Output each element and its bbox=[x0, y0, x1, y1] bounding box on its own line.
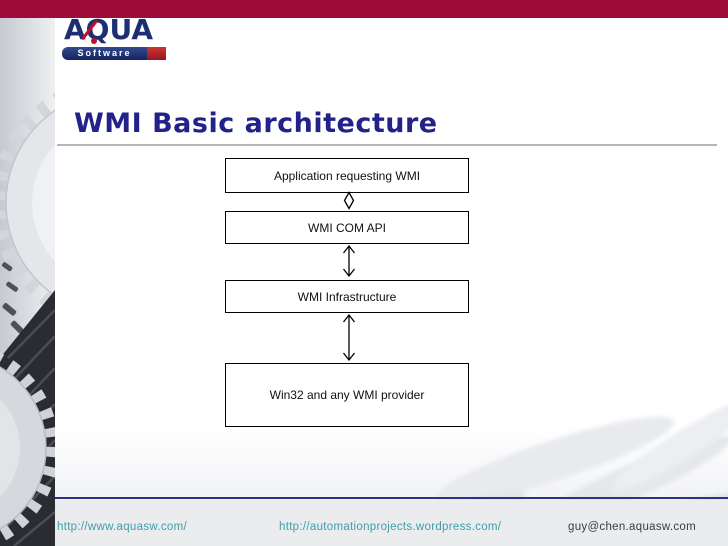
footer-email: guy@chen.aquasw.com bbox=[568, 521, 696, 533]
logo-subtitle: Software bbox=[77, 48, 132, 58]
top-red-bar bbox=[0, 0, 728, 18]
logo-red-block bbox=[147, 47, 166, 60]
logo-software-bar-navy: Software bbox=[62, 47, 147, 60]
double-arrow-icon bbox=[342, 244, 356, 278]
logo-software-bar: Software bbox=[62, 47, 166, 60]
open-diamond-connector-icon bbox=[343, 191, 355, 210]
gears-illustration bbox=[0, 18, 245, 546]
footer-link-blog[interactable]: http://automationprojects.wordpress.com/ bbox=[279, 521, 502, 533]
diagram-box-label: Win32 and any WMI provider bbox=[269, 388, 425, 402]
footer-divider-line bbox=[45, 497, 728, 499]
footer bbox=[0, 500, 728, 546]
gears-sidebar-image bbox=[0, 18, 245, 546]
logo-text: AQUA bbox=[64, 13, 154, 46]
diagram-box-label: Application requesting WMI bbox=[273, 168, 421, 183]
diagram-box-infrastructure: WMI Infrastructure bbox=[225, 280, 469, 313]
diagram-box-label: WMI Infrastructure bbox=[297, 289, 397, 304]
title-underline bbox=[57, 144, 717, 146]
footer-link-website[interactable]: http://www.aquasw.com/ bbox=[57, 521, 187, 533]
aqua-logo: AQUA Software bbox=[58, 16, 168, 64]
double-arrow-icon bbox=[342, 313, 356, 362]
slide-title: WMI Basic architecture bbox=[74, 108, 438, 139]
diagram-box-com-api: WMI COM API bbox=[225, 211, 469, 244]
diagram-box-providers: Win32 and any WMI provider bbox=[225, 363, 469, 427]
diagram-box-application: Application requesting WMI bbox=[225, 158, 469, 193]
diagram-box-label: WMI COM API bbox=[308, 220, 386, 235]
gauge-pivot-icon bbox=[91, 38, 97, 44]
logo-wordmark: AQUA bbox=[64, 16, 153, 44]
